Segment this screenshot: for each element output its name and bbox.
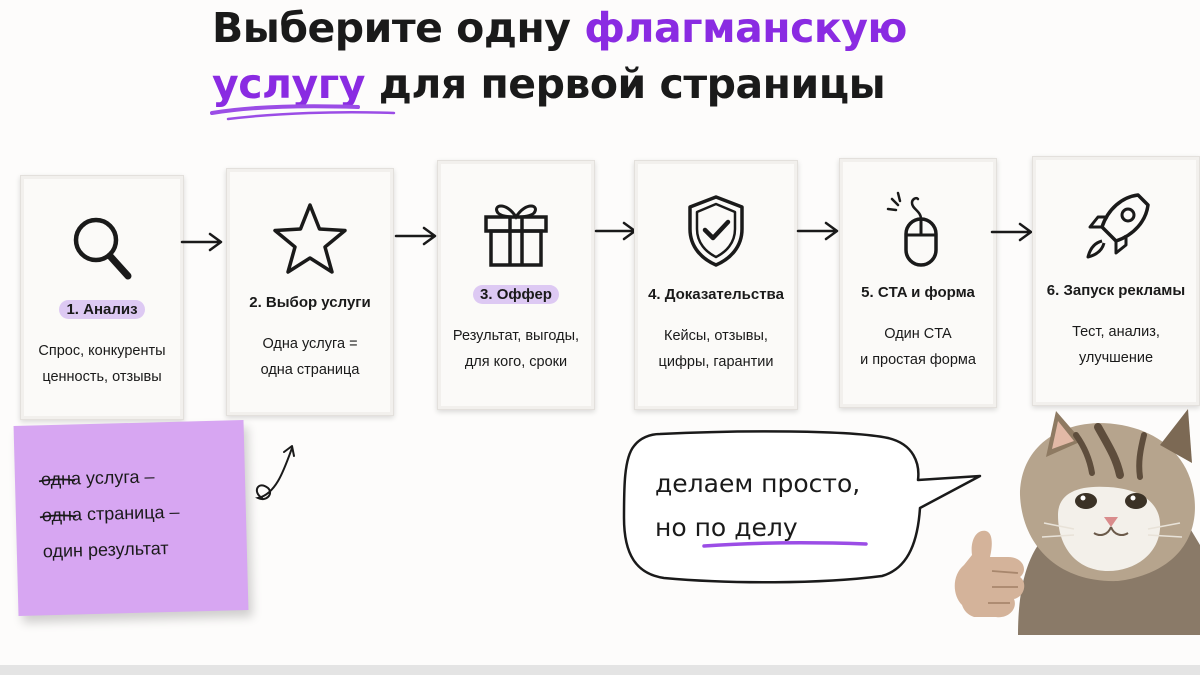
curly-arrow-icon [255, 445, 295, 500]
step-label: 6. Запуск рекламы [1046, 282, 1186, 299]
step-label: 2. Выбор услуги [249, 294, 371, 311]
title-line-2: услугу для первой страницы [212, 56, 972, 112]
page-title: Выберите одну флагманскую услугу для пер… [212, 0, 972, 112]
step-description: Кейсы, отзывы,цифры, гарантии [658, 328, 774, 370]
step-card-service: 2. Выбор услуги Одна услуга =одна страни… [226, 168, 394, 416]
cat-thumbs-up-image [954, 409, 1200, 635]
magnifier-icon [73, 217, 132, 280]
arrow-right-icon [796, 221, 839, 241]
step-description: Тест, анализ,улучшение [1072, 324, 1160, 366]
bubble-underline [702, 540, 868, 548]
step-description: Одна услуга =одна страница [260, 336, 360, 378]
title-underline [210, 104, 396, 121]
title-accent: услугу [212, 60, 365, 108]
gift-icon [484, 204, 548, 267]
step-label: 1. Анализ [21, 300, 183, 319]
title-accent: флагманскую [584, 4, 907, 52]
step-card-offer: 3. Оффер Результат, выгоды,для кого, сро… [437, 160, 595, 410]
sticky-line: один результат [42, 538, 169, 562]
step-label: 5. CTA и форма [861, 284, 975, 301]
step-label: 3. Оффер [438, 285, 594, 304]
speech-bubble-text: делаем просто, но по делу [655, 462, 860, 550]
rocket-icon [1086, 193, 1150, 259]
step-card-proof: 4. Доказательства Кейсы, отзывы,цифры, г… [634, 160, 798, 410]
sticky-note: одна услуга – одна страница – один резул… [13, 420, 249, 616]
underlined-word: делу [734, 513, 798, 542]
title-text: Выберите одну [212, 4, 585, 52]
bubble-line: но по делу [655, 513, 798, 542]
bubble-line: делаем просто, [655, 469, 861, 498]
step-label: 4. Доказательства [648, 286, 784, 303]
mouse-click-icon [886, 191, 938, 267]
bottom-bar [0, 665, 1200, 675]
title-line-1: Выберите одну флагманскую [212, 0, 972, 56]
step-description: Результат, выгоды,для кого, сроки [452, 328, 580, 370]
star-icon [273, 203, 347, 274]
arrow-right-icon [394, 226, 437, 246]
arrow-right-icon [180, 232, 223, 252]
shield-check-icon [688, 195, 744, 267]
step-card-launch: 6. Запуск рекламы Тест, анализ,улучшение [1032, 156, 1200, 406]
arrow-right-icon [990, 222, 1033, 242]
title-text: для первой страницы [364, 60, 886, 108]
sticky-underline [38, 478, 77, 519]
